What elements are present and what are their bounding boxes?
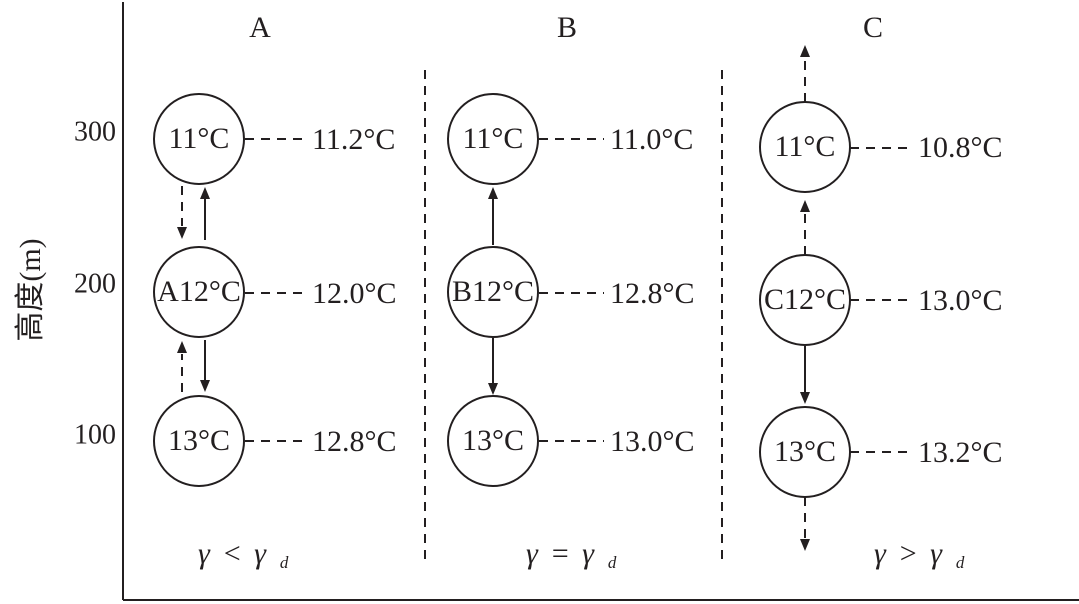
condition-c-sub: d xyxy=(956,553,965,572)
condition-b: γ = γ d xyxy=(526,537,617,572)
condition-a-relation: < xyxy=(222,537,242,570)
parcel-b-bot-label: 13°C xyxy=(462,424,524,457)
env-temp-b-bot: 13.0°C xyxy=(610,425,695,458)
parcel-b-mid-label: B12°C xyxy=(452,275,534,308)
parcel-a-top-label: 11°C xyxy=(169,122,230,155)
arrowhead-c-down-solid xyxy=(800,392,810,404)
parcel-b-mid xyxy=(447,246,539,338)
parcel-a-top xyxy=(153,93,245,185)
parcel-c-top-label: 11°C xyxy=(775,130,836,163)
parcel-a-mid-label: A12°C xyxy=(157,275,241,308)
parcel-a-mid xyxy=(153,246,245,338)
env-temp-c-top: 10.8°C xyxy=(918,131,1003,164)
panel-title-b: B xyxy=(557,11,577,44)
parcel-a-bot-label: 13°C xyxy=(168,424,230,457)
arrowhead-c-top-up-dashed xyxy=(800,45,810,57)
panel-title-a: A xyxy=(249,11,271,44)
arrowhead-c-mid-up-dashed xyxy=(800,200,810,212)
arrowhead-b-up-solid xyxy=(488,187,498,199)
arrowhead-a-down-dashed xyxy=(177,227,187,239)
tick-label-100: 100 xyxy=(74,419,116,450)
parcel-c-bot-label: 13°C xyxy=(774,435,836,468)
arrowhead-c-bot-down-dashed xyxy=(800,539,810,551)
condition-c-relation: > xyxy=(898,537,918,570)
condition-a-gamma-d: γ xyxy=(254,537,267,570)
condition-a: γ < γ d xyxy=(198,537,289,572)
env-temp-c-bot: 13.2°C xyxy=(918,436,1003,469)
env-temp-a-mid: 12.0°C xyxy=(312,277,397,310)
parcel-c-mid xyxy=(759,254,851,346)
arrowhead-a-up-dashed xyxy=(177,341,187,353)
parcel-c-mid-label: C12°C xyxy=(764,283,846,316)
tick-label-300: 300 xyxy=(74,116,116,147)
condition-c-gamma: γ xyxy=(874,537,887,570)
parcel-c-top xyxy=(759,101,851,193)
env-temp-c-mid: 13.0°C xyxy=(918,284,1003,317)
parcel-c-bot xyxy=(759,406,851,498)
tick-label-200: 200 xyxy=(74,268,116,299)
arrowhead-a-down-solid xyxy=(200,380,210,392)
parcel-b-bot xyxy=(447,395,539,487)
condition-b-sub: d xyxy=(608,553,617,572)
condition-a-sub: d xyxy=(280,553,289,572)
parcel-b-top xyxy=(447,93,539,185)
condition-b-gamma: γ xyxy=(526,537,539,570)
condition-b-relation: = xyxy=(550,537,570,570)
panel-title-c: C xyxy=(863,11,883,44)
condition-a-gamma: γ xyxy=(198,537,211,570)
env-temp-a-bot: 12.8°C xyxy=(312,425,397,458)
parcel-b-top-label: 11°C xyxy=(463,122,524,155)
env-temp-b-mid: 12.8°C xyxy=(610,277,695,310)
arrowhead-a-up-solid xyxy=(200,187,210,199)
arrowhead-b-down-solid xyxy=(488,383,498,395)
condition-b-gamma-d: γ xyxy=(582,537,595,570)
condition-c: γ > γ d xyxy=(874,537,965,572)
condition-c-gamma-d: γ xyxy=(930,537,943,570)
env-temp-a-top: 11.2°C xyxy=(312,123,395,156)
parcel-a-bot xyxy=(153,395,245,487)
env-temp-b-top: 11.0°C xyxy=(610,123,693,156)
y-axis-label: 高度(m) xyxy=(14,238,47,341)
